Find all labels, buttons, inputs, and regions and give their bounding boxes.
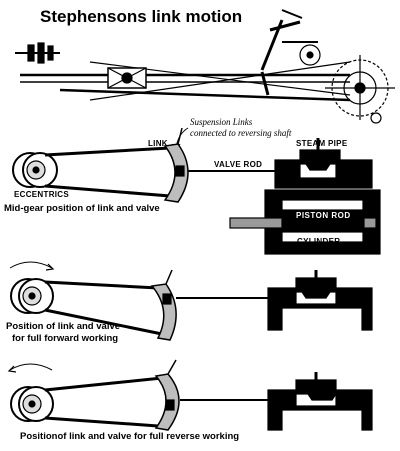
forward-caption-line2: for full forward working <box>12 333 119 344</box>
link-label: LINK <box>148 139 168 148</box>
valve-label: VALVE <box>306 156 330 163</box>
cylinder-label: CYLINDER <box>297 237 341 246</box>
valve-rod-label: VALVE ROD <box>214 160 263 169</box>
suspension-label-line1: Suspension Links <box>190 117 253 127</box>
reverse-section <box>7 359 373 431</box>
suspension-label-line2: connected to reversing shaft <box>190 128 292 138</box>
forward-caption-line1: Position of link and valve <box>6 321 121 332</box>
diagram-title: Stephensons link motion <box>40 7 243 26</box>
reverse-caption: Positionof link and valve for full rever… <box>20 431 240 442</box>
eccentrics-label: ECCENTRICS <box>14 190 70 199</box>
steam-pipe-label: STEAM PIPE <box>296 139 348 148</box>
mid-gear-caption: Mid-gear position of link and valve <box>4 203 160 214</box>
forward-section <box>9 261 373 341</box>
top-assembly-drawing <box>15 9 395 124</box>
piston-rod-label: PISTON ROD <box>296 211 351 220</box>
mid-gear-section <box>12 127 381 255</box>
